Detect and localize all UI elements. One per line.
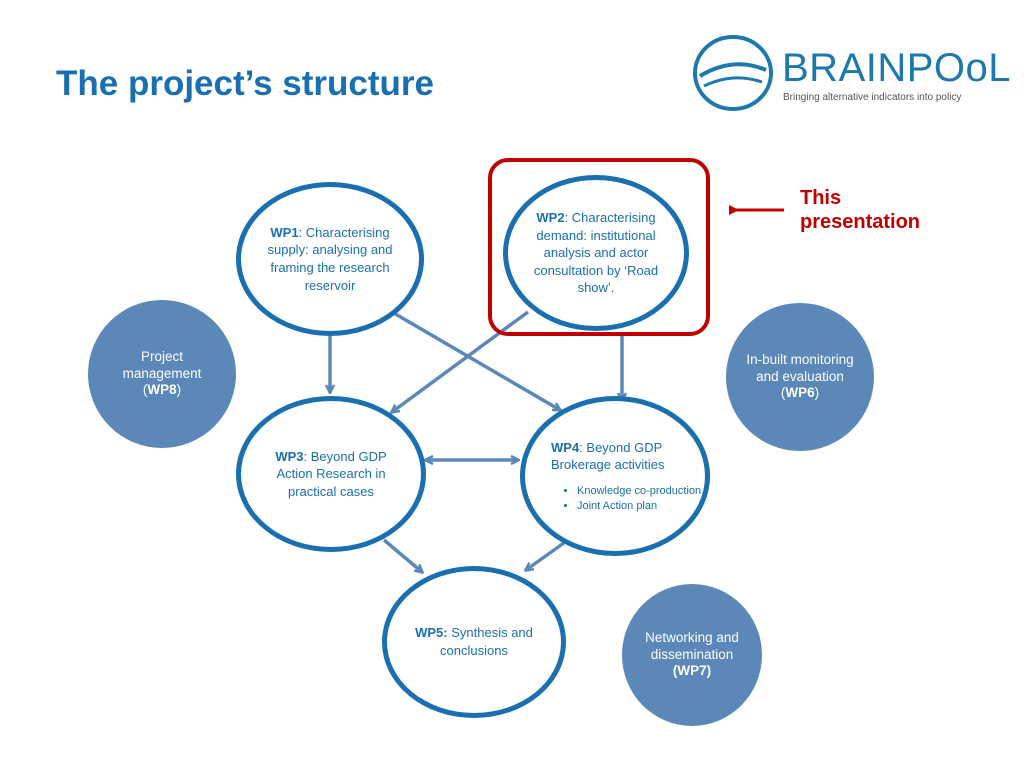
node-wp3: WP3: Beyond GDP Action Research in pract… [236, 396, 426, 552]
wp6-label: WP6 [785, 385, 815, 401]
wp4-text: : Beyond GDP Brokerage activities [551, 439, 665, 473]
node-wp5: WP5: Synthesis and conclusions [382, 566, 566, 718]
page-title: The project’s structure [56, 64, 434, 103]
wp1-text: : Characterising supply: analysing and f… [267, 224, 393, 293]
brainpool-logo: BRAINPOoL Bringing alternative indicator… [690, 28, 1011, 118]
wp4-label: WP4 [551, 439, 580, 455]
wp2-text: : Characterising demand: institutional a… [533, 210, 659, 296]
wp2-label: WP2 [536, 210, 565, 226]
arrow-wp3-to-wp5 [382, 538, 422, 572]
node-wp6-monitoring: In-built monitoring and evaluation(WP6) [726, 303, 874, 451]
wp4-bullet-list: Knowledge co-production Joint Action pla… [551, 484, 705, 514]
wp3-text: : Beyond GDP Action Research in practica… [276, 448, 387, 499]
wp5-text: Synthesis and conclusions [440, 625, 533, 658]
wp8-label: WP8 [147, 382, 177, 398]
wp7-text: Networking and dissemination [645, 629, 739, 662]
node-wp1: WP1: Characterising supply: analysing an… [236, 182, 424, 336]
wp2-highlight-box [488, 158, 710, 336]
logo-tagline: Bringing alternative indicators into pol… [783, 92, 962, 103]
arrow-wp1-to-wp4 [391, 310, 560, 410]
node-wp7-networking: Networking and dissemination(WP7) [622, 584, 762, 726]
arrow-wp4-to-wp5 [526, 538, 570, 570]
node-wp2: WP2: Characterising demand: institutiona… [503, 175, 689, 331]
wp3-label: WP3 [275, 448, 304, 464]
node-wp8-project-management: Project management(WP8) [88, 300, 236, 448]
wp7-label: (WP7) [672, 663, 712, 679]
wp5-label: WP5: [415, 625, 448, 641]
wp4-bullet: Knowledge co-production [577, 484, 705, 499]
node-wp4: WP4: Beyond GDP Brokerage activities Kno… [520, 396, 710, 556]
wp4-bullet: Joint Action plan [577, 499, 705, 514]
wp6-text: In-built monitoring and evaluation [746, 351, 854, 384]
wp1-label: WP1 [270, 224, 299, 240]
wp8-text: Project management [122, 348, 202, 381]
logo-ring-icon [693, 35, 773, 111]
callout-line-1: This [800, 187, 842, 209]
callout-line-2: presentation [800, 211, 921, 233]
this-presentation-callout: This presentation [800, 186, 920, 234]
logo-wordmark: BRAINPOoL [782, 46, 1012, 90]
